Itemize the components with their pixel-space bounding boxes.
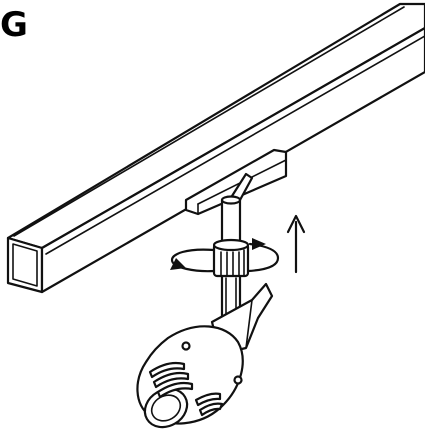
track-rail — [6, 2, 425, 294]
step-label: G — [0, 5, 28, 45]
adapter — [184, 148, 288, 216]
locking-ring — [212, 238, 250, 278]
spotlight-head — [136, 282, 274, 429]
rotate-arrow-icon — [170, 238, 280, 273]
up-arrow-icon — [286, 214, 306, 274]
